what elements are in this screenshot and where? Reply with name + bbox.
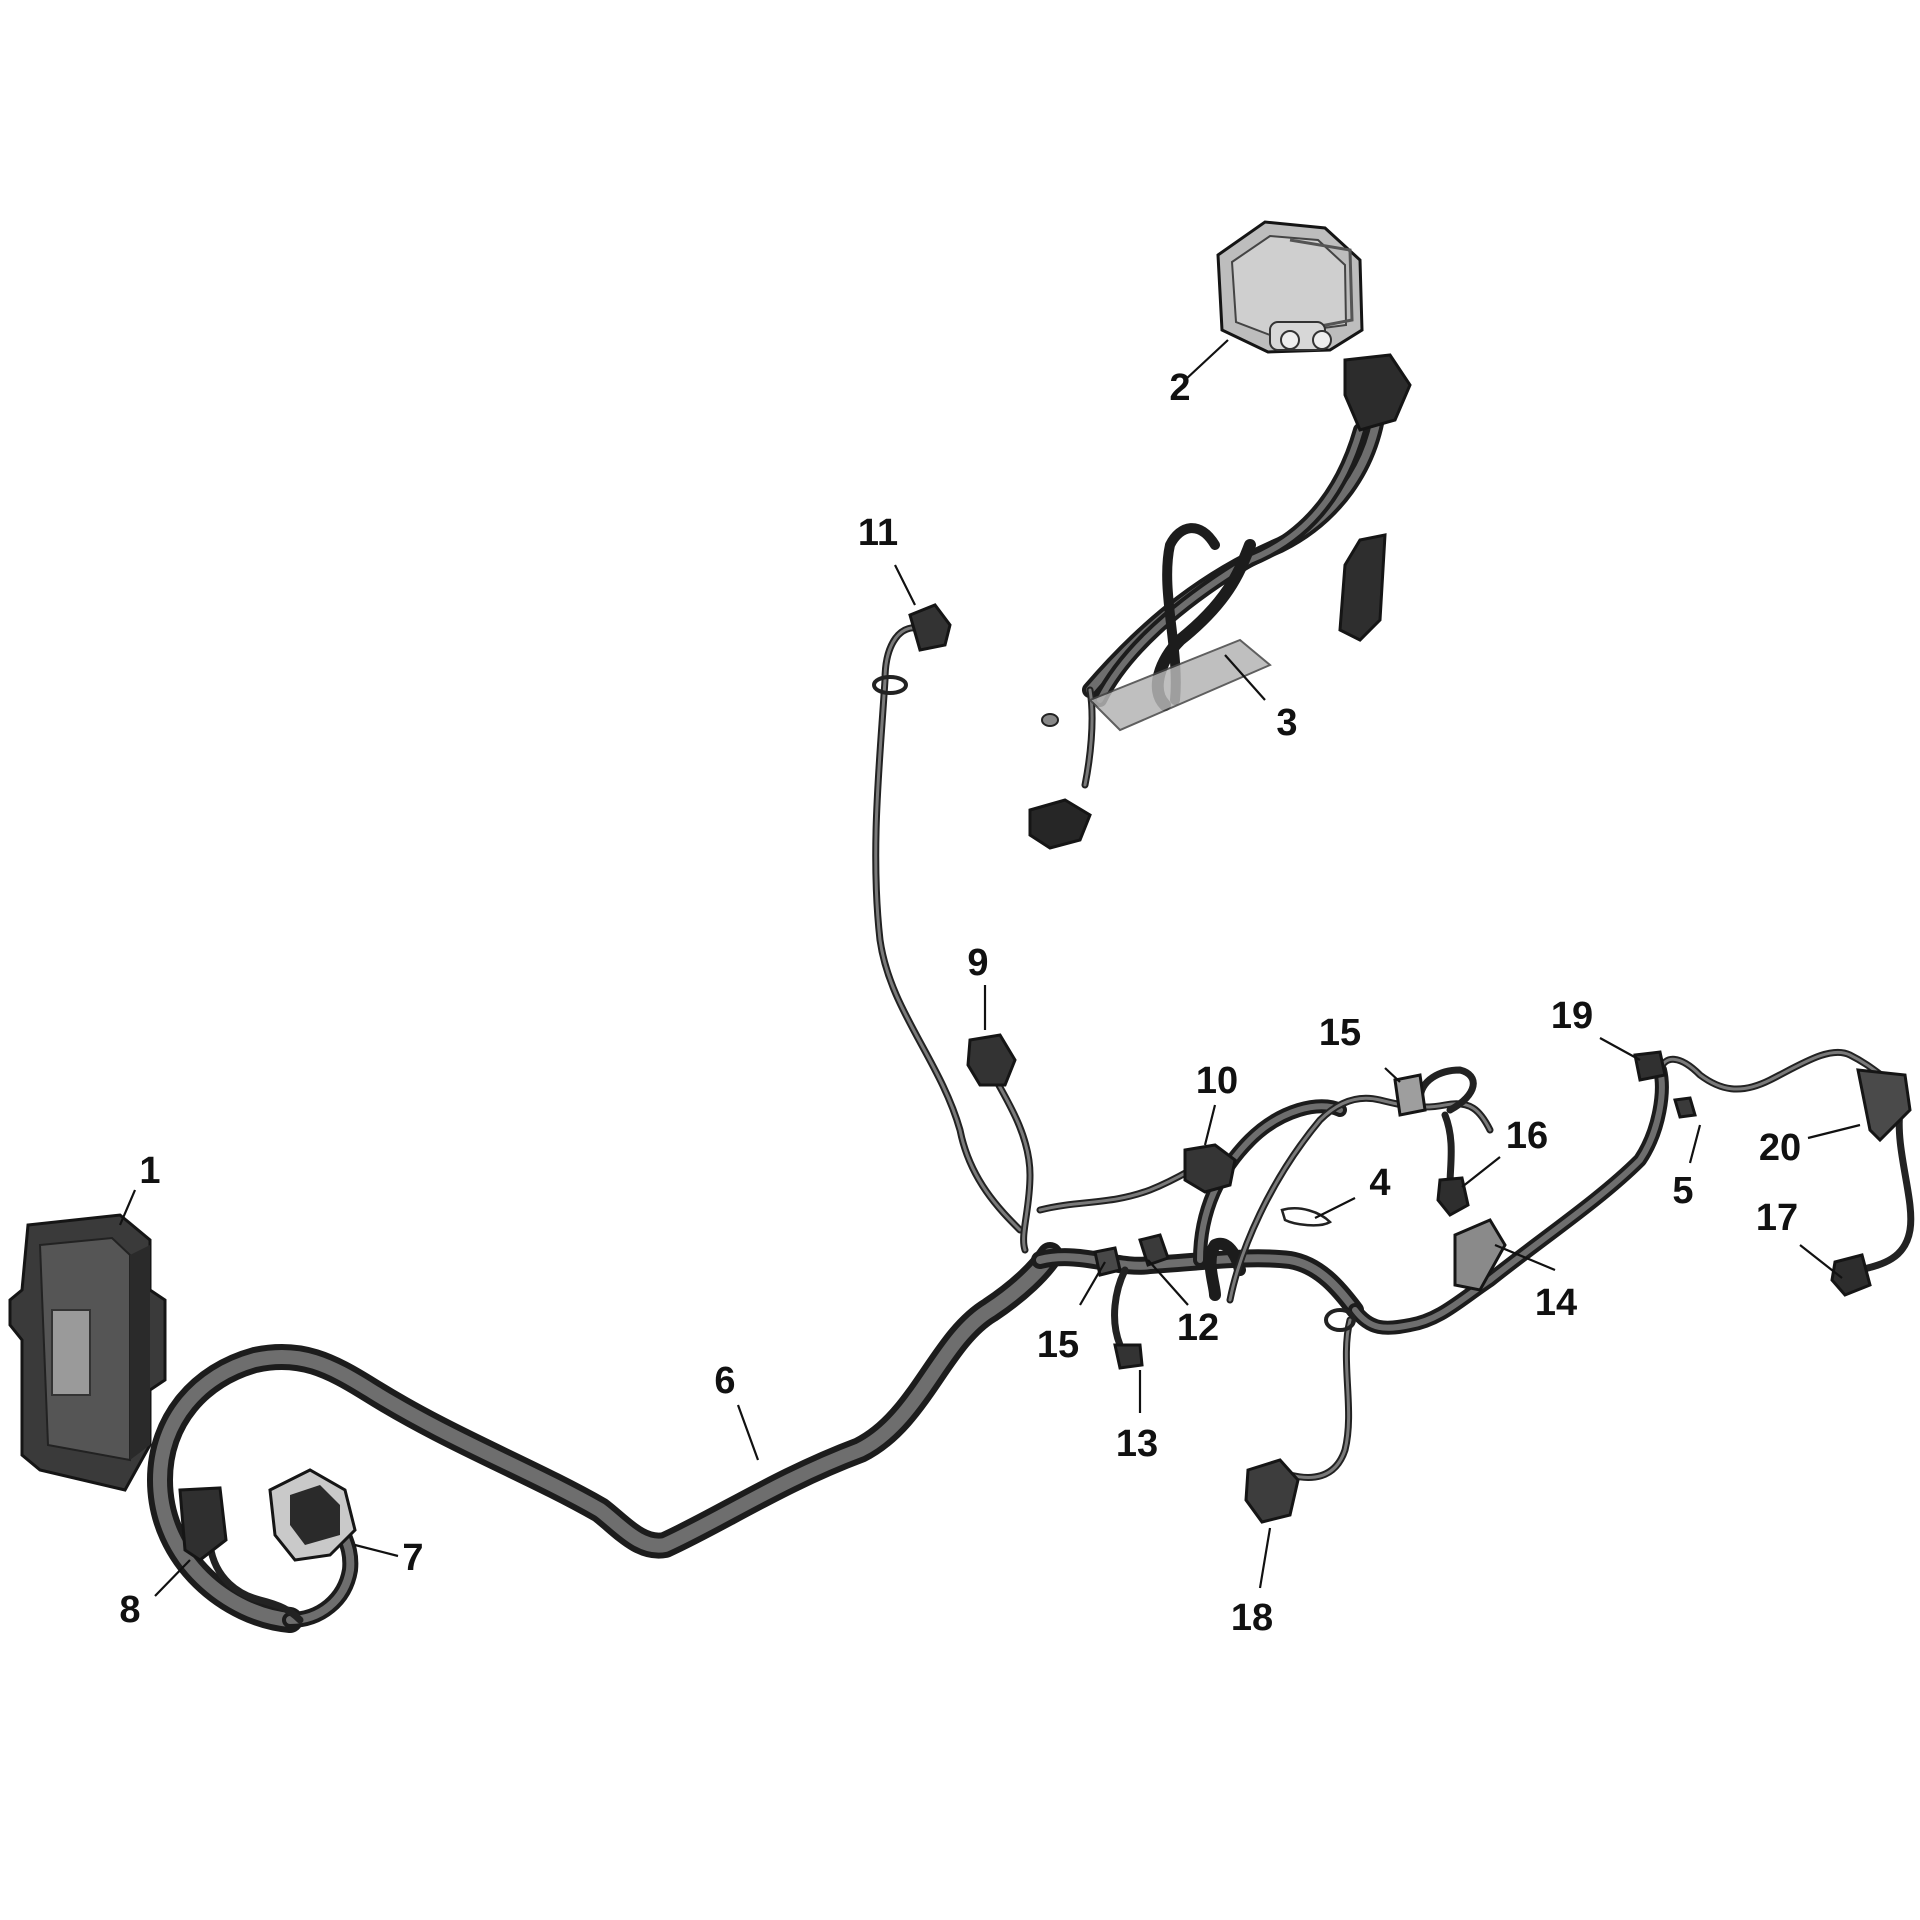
callout-4: 4 [1369,1162,1390,1204]
callout-7: 7 [402,1537,423,1579]
callout-15-upper: 15 [1319,1012,1361,1054]
cable-tie-4-part [1280,1207,1333,1227]
sensor-branch-11 [872,603,1024,1234]
callout-20: 20 [1759,1127,1801,1169]
callout-5: 5 [1672,1170,1693,1212]
harness-connector-8-part [178,1486,228,1562]
connector-18-part [1244,1308,1356,1524]
callout-labels: 1 2 3 4 5 6 7 8 9 10 11 12 13 14 15 15 1… [119,367,1801,1639]
callout-11: 11 [858,512,898,554]
ignition-coil-part [1216,220,1364,354]
fuse-holder-14-part [1453,1218,1507,1292]
ecm-module-part [8,1213,167,1492]
callout-16: 16 [1506,1115,1548,1157]
upper-branch-loop [1226,1066,1494,1304]
relay-12-part [1138,1233,1170,1267]
callout-1: 1 [139,1150,160,1192]
callout-17: 17 [1756,1197,1798,1239]
callout-12: 12 [1177,1307,1219,1349]
callout-13: 13 [1116,1423,1158,1465]
leader-lines [118,339,1861,1597]
sensor-13-part [1111,1266,1144,1370]
callout-19: 19 [1551,995,1593,1037]
relay-15-upper-part [1393,1073,1427,1117]
callout-14: 14 [1535,1282,1577,1324]
callout-9: 9 [967,942,988,984]
callout-8: 8 [119,1589,140,1631]
main-wiring-harness-part [147,1063,1669,1633]
callout-18: 18 [1231,1597,1273,1639]
connector-10-part [1036,1143,1237,1214]
connector-16-part [1436,1176,1470,1217]
ignition-cable-part [1028,353,1412,850]
callout-6: 6 [714,1360,735,1402]
callout-10: 10 [1196,1060,1238,1102]
harness-connector-7-part [268,1468,357,1562]
callout-15-lower: 15 [1037,1324,1079,1366]
callout-2: 2 [1169,367,1190,409]
right-branch [1633,1048,1915,1297]
connector-9-part [966,1033,1034,1254]
callout-3: 3 [1276,702,1297,744]
